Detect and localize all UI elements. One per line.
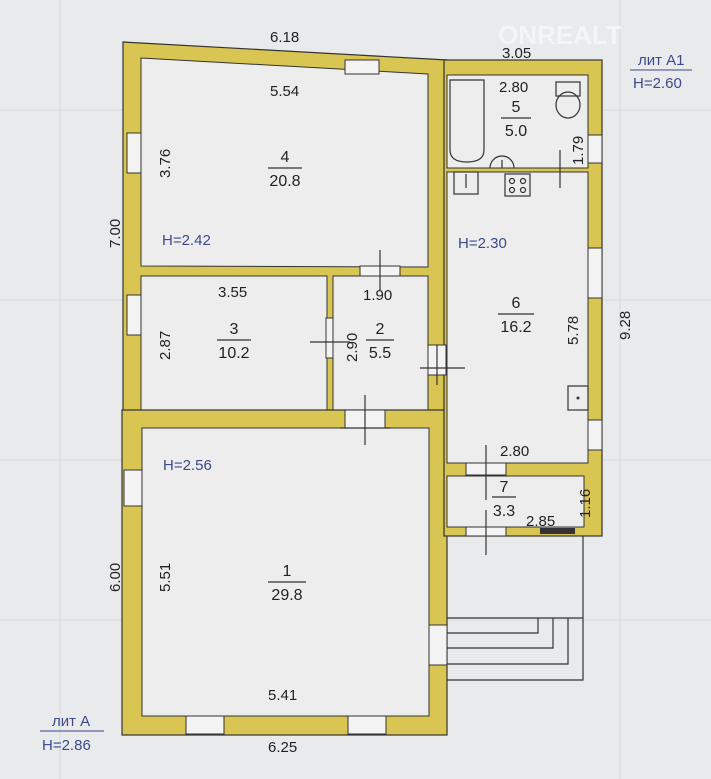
dim-room2-depth: 2.90	[344, 333, 361, 362]
room-7-area: 3.3	[493, 503, 515, 520]
room-5-area: 5.0	[505, 123, 527, 140]
dim-bottom-outer: 6.25	[268, 739, 297, 756]
room-6-area: 16.2	[500, 319, 531, 336]
dim-room7-depth: 1.16	[577, 489, 594, 518]
dim-room6-depth: 5.78	[565, 316, 582, 345]
room-labels: 4 20.8 3 10.2 2 5.5 5 5.0 6 16.2 7 3.3 1…	[217, 99, 534, 604]
dim-a1-right-outer: 9.28	[617, 311, 634, 340]
dim-room4-depth: 3.76	[157, 149, 174, 178]
watermark: ONREALT	[498, 20, 622, 50]
lit-a-upper-walls	[122, 41, 448, 416]
height-room1: H=2.56	[163, 457, 212, 474]
lit-a1-label: лит А1	[638, 52, 685, 69]
room-3-number: 3	[230, 321, 239, 338]
room-1-floor	[141, 427, 430, 717]
dim-room1-depth: 5.51	[157, 563, 174, 592]
dim-room1-width: 5.41	[268, 687, 297, 704]
toilet-icon	[555, 81, 581, 97]
room-4-area: 20.8	[269, 173, 300, 190]
dim-room3-depth: 2.87	[157, 331, 174, 360]
room-3-floor	[140, 275, 328, 411]
dim-room4-width: 5.54	[270, 83, 299, 100]
dimensions: 6.18 5.54 3.76 7.00 3.05 2.80 1.79 3.55 …	[107, 29, 634, 756]
window	[587, 134, 603, 164]
height-room4: H=2.42	[162, 232, 211, 249]
window	[123, 469, 143, 507]
height-room6: H=2.30	[458, 235, 507, 252]
door-opening	[325, 317, 334, 359]
window	[540, 528, 575, 534]
dim-room5-width: 2.80	[499, 79, 528, 96]
lit-a-lower-walls	[121, 409, 448, 736]
fixtures	[449, 79, 589, 411]
room-2-number: 2	[376, 321, 385, 338]
window	[587, 247, 603, 299]
room-2-area: 5.5	[369, 345, 391, 362]
room-5-number: 5	[512, 99, 521, 116]
room-7-number: 7	[500, 479, 509, 496]
window	[185, 715, 225, 735]
window	[344, 59, 380, 75]
dim-left-outer-top: 7.00	[107, 219, 124, 248]
sink-counter-icon	[453, 171, 479, 195]
sink-icon	[489, 155, 515, 169]
lit-a1-height: H=2.60	[633, 75, 682, 92]
window	[587, 419, 603, 451]
dim-room3-width: 3.55	[218, 284, 247, 301]
room-7-floor	[446, 475, 585, 528]
dim-top-outer: 6.18	[270, 29, 299, 46]
window	[126, 294, 142, 336]
dim-left-outer-bottom: 6.00	[107, 563, 124, 592]
room-2-floor	[332, 275, 429, 411]
lit-a1-walls	[443, 59, 603, 537]
dim-room7-width: 2.85	[526, 513, 555, 530]
lit-a-label: лит А	[52, 713, 90, 730]
dim-a1-top-outer: 3.05	[502, 45, 531, 62]
room-6-number: 6	[512, 295, 521, 312]
room-5-floor	[446, 74, 589, 169]
entrance-marks	[310, 150, 561, 555]
height-labels: H=2.42 H=2.30 H=2.56 лит А1 H=2.60 лит А…	[40, 52, 692, 754]
dim-room2-width: 1.90	[363, 287, 392, 304]
porch-steps	[447, 536, 584, 681]
dim-room6-width: 2.80	[500, 443, 529, 460]
window	[126, 132, 142, 174]
boiler-icon	[567, 385, 589, 411]
lit-a-height: H=2.86	[42, 737, 91, 754]
room-1-number: 1	[283, 563, 292, 580]
room-1-area: 29.8	[271, 587, 302, 604]
room-4-number: 4	[281, 149, 290, 166]
room-3-area: 10.2	[218, 345, 249, 362]
stove-icon	[504, 173, 531, 197]
window	[428, 624, 448, 666]
bathtub-icon	[449, 79, 485, 163]
room-6-floor	[446, 171, 589, 464]
window	[347, 715, 387, 735]
room-4-floor	[140, 57, 429, 268]
dim-room5-depth: 1.79	[570, 136, 587, 165]
toilet-bowl-icon	[555, 91, 581, 119]
